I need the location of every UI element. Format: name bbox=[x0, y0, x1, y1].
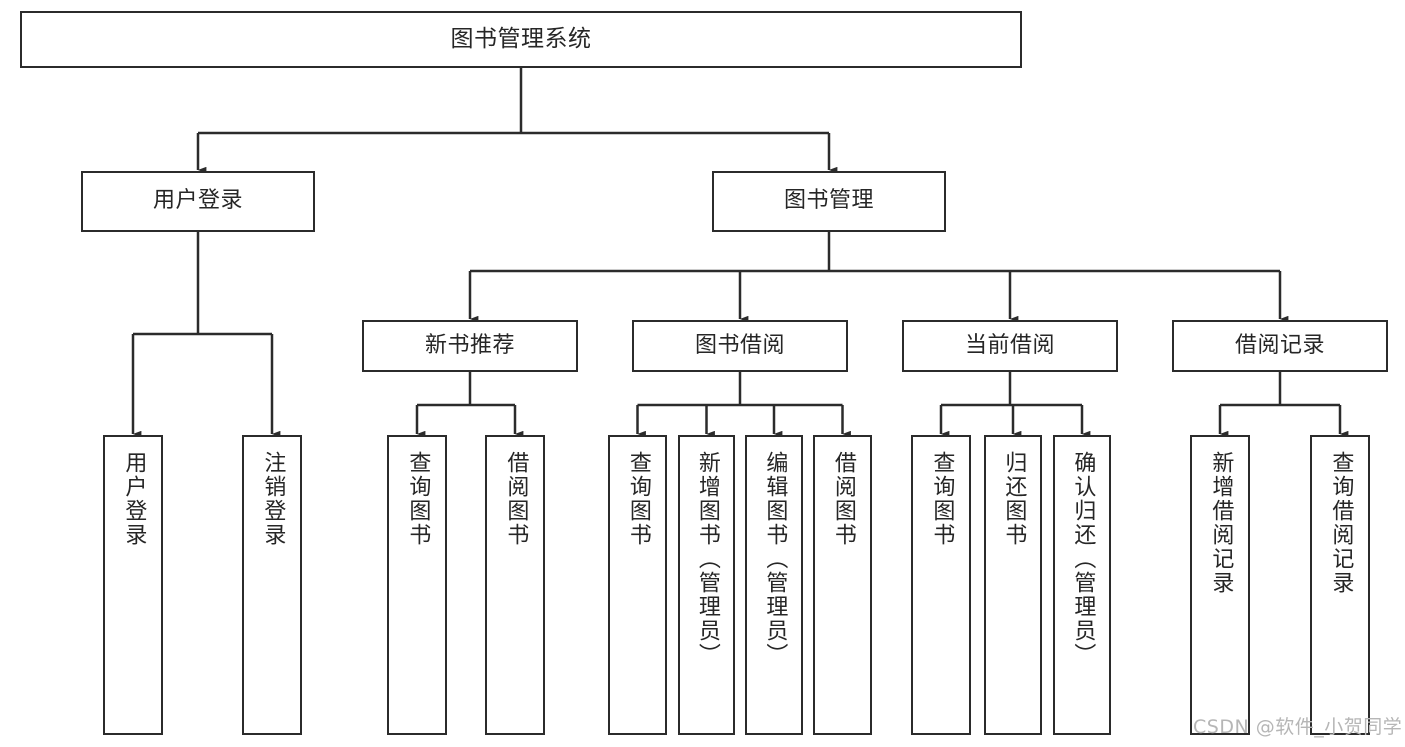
node-label: 图书管理 bbox=[783, 188, 874, 214]
node-label: 当前借阅 bbox=[964, 332, 1055, 358]
node-current-borrow[interactable]: 当前借阅 bbox=[902, 320, 1118, 372]
node-leaf-user-logout[interactable]: 注销登录 bbox=[242, 435, 302, 735]
node-label: 新增借阅记录 bbox=[1208, 451, 1234, 595]
node-leaf-rcd-add[interactable]: 新增借阅记录 bbox=[1190, 435, 1250, 735]
node-label: 借阅记录 bbox=[1234, 332, 1325, 358]
node-leaf-brw-edit[interactable]: 编辑图书（管理员） bbox=[745, 435, 803, 735]
node-label: 用户登录 bbox=[152, 188, 243, 214]
node-label: 借阅图书 bbox=[830, 451, 856, 547]
node-label: 确认归还（管理员） bbox=[1070, 451, 1096, 667]
node-label: 新书推荐 bbox=[424, 332, 515, 358]
node-label: 归还图书 bbox=[1001, 451, 1027, 547]
node-book-manage[interactable]: 图书管理 bbox=[712, 171, 946, 232]
node-label: 注销登录 bbox=[260, 451, 286, 547]
node-leaf-brw-add[interactable]: 新增图书（管理员） bbox=[678, 435, 735, 735]
node-borrow-record[interactable]: 借阅记录 bbox=[1172, 320, 1388, 372]
node-leaf-cur-confirm[interactable]: 确认归还（管理员） bbox=[1053, 435, 1111, 735]
node-label: 编辑图书（管理员） bbox=[762, 451, 788, 667]
node-leaf-brw-query[interactable]: 查询图书 bbox=[608, 435, 667, 735]
node-leaf-rcd-query[interactable]: 查询借阅记录 bbox=[1310, 435, 1370, 735]
node-label: 查询图书 bbox=[625, 451, 651, 547]
node-leaf-user-login[interactable]: 用户登录 bbox=[103, 435, 163, 735]
node-label: 图书管理系统 bbox=[450, 25, 592, 52]
node-label: 借阅图书 bbox=[503, 451, 529, 547]
node-label: 查询借阅记录 bbox=[1328, 451, 1354, 595]
node-label: 用户登录 bbox=[121, 451, 147, 547]
node-label: 图书借阅 bbox=[694, 332, 785, 358]
edge-layer bbox=[131, 68, 1349, 438]
node-root[interactable]: 图书管理系统 bbox=[20, 11, 1022, 68]
node-label: 新增图书（管理员） bbox=[694, 451, 720, 667]
node-new-book-rec[interactable]: 新书推荐 bbox=[362, 320, 578, 372]
node-label: 查询图书 bbox=[405, 451, 431, 547]
node-label: 查询图书 bbox=[929, 451, 955, 547]
node-leaf-cur-query[interactable]: 查询图书 bbox=[911, 435, 971, 735]
node-leaf-cur-return[interactable]: 归还图书 bbox=[984, 435, 1042, 735]
node-user-login[interactable]: 用户登录 bbox=[81, 171, 315, 232]
node-leaf-rec-borrow[interactable]: 借阅图书 bbox=[485, 435, 545, 735]
node-leaf-brw-borrow[interactable]: 借阅图书 bbox=[813, 435, 872, 735]
node-leaf-rec-query[interactable]: 查询图书 bbox=[387, 435, 447, 735]
node-book-borrow[interactable]: 图书借阅 bbox=[632, 320, 848, 372]
